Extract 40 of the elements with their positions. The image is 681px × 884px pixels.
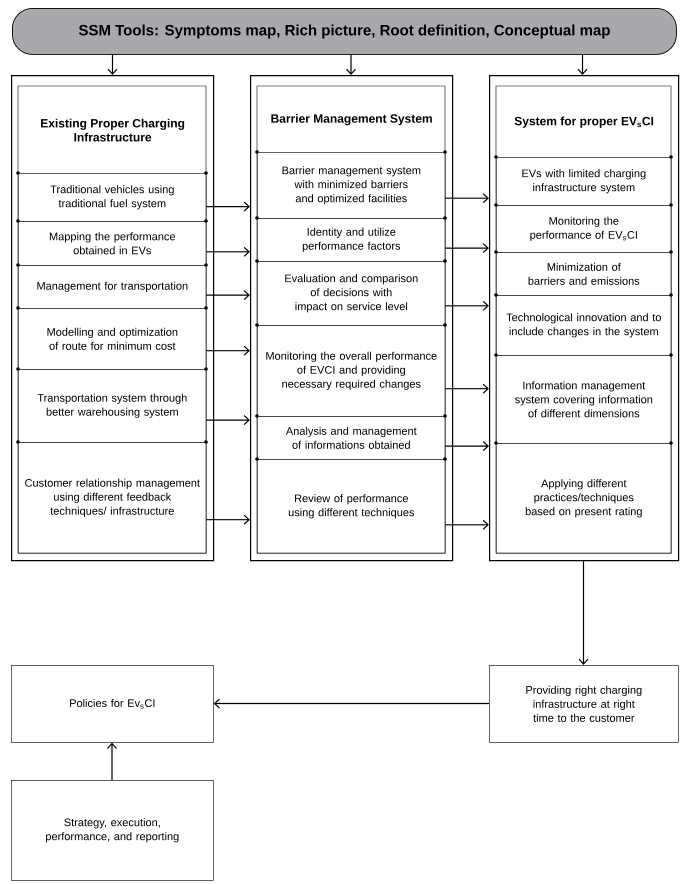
row-box: Applying different practices/techniques based on present rating xyxy=(494,441,673,554)
row-box: Identity and utilize performance factors xyxy=(255,216,447,262)
row-box: Barrier management system with minimized barriers and optimized facilities xyxy=(255,150,447,219)
arrow xyxy=(206,415,250,426)
row-box: Monitoring the performance of EV$_{s}$CI xyxy=(494,203,673,253)
row-box: Customer relationship management using different feedback techniques/ infrastructure xyxy=(16,440,208,554)
arrow xyxy=(206,246,250,257)
arrow xyxy=(206,202,250,212)
arrow xyxy=(108,54,118,75)
arrow xyxy=(578,54,588,75)
arrow xyxy=(446,193,489,204)
row-box: Modelling and optimization of route for minimum cost xyxy=(16,306,208,370)
row-box: Technological innovation and to include changes in the system xyxy=(494,293,673,356)
row-box: Analysis and management of informations obtained xyxy=(255,414,447,460)
process-box: Policies for Ev$_{s}$CI xyxy=(11,665,214,743)
row-box: Monitoring the overall performance of EVCI and providing necessary required changes xyxy=(255,323,447,417)
row-box: Management for transportation xyxy=(16,263,208,309)
row-box: EVs with limited charging infrastructure system xyxy=(494,155,673,206)
arrow xyxy=(446,384,489,394)
arrow xyxy=(206,290,250,300)
arrow xyxy=(206,514,250,525)
process-box: Providing right charging infrastructure at right time to the customer xyxy=(489,665,679,743)
arrow xyxy=(206,346,250,356)
arrow xyxy=(446,441,489,452)
row-box: Minimization of barriers and emissions xyxy=(494,250,673,296)
arrow xyxy=(446,520,489,530)
arrow xyxy=(107,742,117,780)
row-box: Transportation system through better warehousing system xyxy=(16,367,208,443)
arrow xyxy=(214,698,489,708)
row-box: Information management system covering information of different dimensions xyxy=(494,353,673,444)
row-box: Traditional vehicles using traditional fuel system xyxy=(16,171,208,222)
banner: SSM Tools: Symptoms map, Rich picture, Root definition, Conceptual map xyxy=(12,8,677,55)
row-box: Mapping the performance obtained in EVs xyxy=(16,219,208,266)
arrow xyxy=(446,243,489,254)
arrow xyxy=(578,561,588,665)
arrow xyxy=(346,54,356,75)
process-box: Strategy, execution, performance, and reporting xyxy=(11,780,214,881)
row-box: Evaluation and comparison of decisions with impact on service level xyxy=(255,259,447,326)
arrow xyxy=(446,300,489,311)
row-box: Review of performance using different techniques xyxy=(255,457,447,554)
